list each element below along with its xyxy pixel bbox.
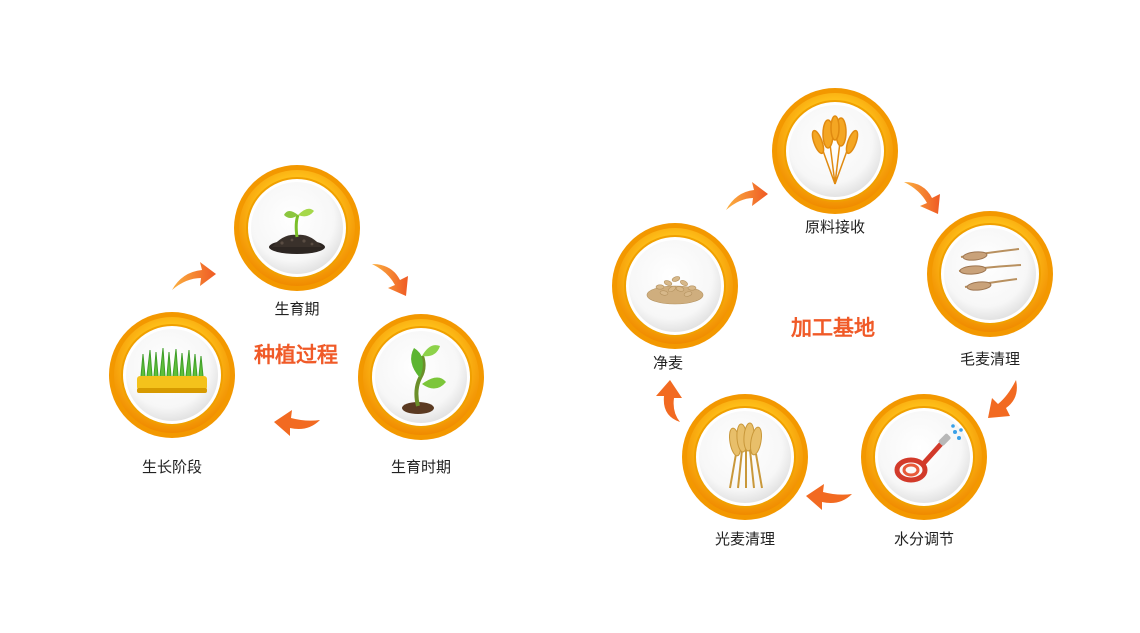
processing-node-clean-wheat-cleaning (680, 392, 810, 522)
arrow-right-icon (172, 262, 216, 290)
processing-label-raw-wheat-cleaning: 毛麦清理 (959, 350, 1021, 368)
arrow-down-right-icon (372, 264, 408, 296)
processing-label-clean-wheat-cleaning: 光麦清理 (714, 530, 776, 548)
arrow-up-icon (656, 380, 682, 422)
water-hose-icon (894, 424, 963, 483)
planting-node-growth-period (232, 163, 362, 293)
planting-label-growth-stage-time: 生育时期 (390, 458, 452, 476)
planting-label-growth-period: 生育期 (274, 300, 320, 318)
processing-node-raw-wheat-cleaning (925, 209, 1055, 339)
arrow-down-left-icon (988, 380, 1017, 418)
wheatgrass-tray-icon (137, 347, 207, 393)
planting-node-growth-phase (107, 310, 237, 440)
processing-node-raw-material-receiving (770, 86, 900, 216)
planting-cycle-title: 种植过程 (254, 343, 338, 367)
processing-cycle-title: 加工基地 (791, 316, 875, 340)
planting-label-growth-phase: 生长阶段 (141, 458, 203, 476)
processing-label-net-wheat: 净麦 (652, 354, 684, 372)
wheat-stalks-icon (729, 422, 763, 489)
arrow-up-right-icon (726, 182, 768, 210)
arrow-left-icon (274, 410, 320, 436)
planting-node-growth-stage-time (356, 312, 486, 442)
wheat-grains-icon (646, 276, 704, 305)
seedling-in-soil-icon (269, 208, 325, 254)
processing-label-moisture-adjustment: 水分调节 (893, 530, 955, 548)
sprout-plant-icon (402, 345, 446, 414)
wheat-ears-icon (958, 248, 1022, 291)
processing-node-moisture-adjustment (859, 392, 989, 522)
processing-label-raw-material-receiving: 原料接收 (804, 218, 866, 236)
arrow-down-right-icon (904, 182, 940, 214)
processing-node-net-wheat (610, 221, 740, 351)
wheat-bundle-icon (811, 115, 859, 185)
arrow-left-icon (806, 484, 852, 510)
